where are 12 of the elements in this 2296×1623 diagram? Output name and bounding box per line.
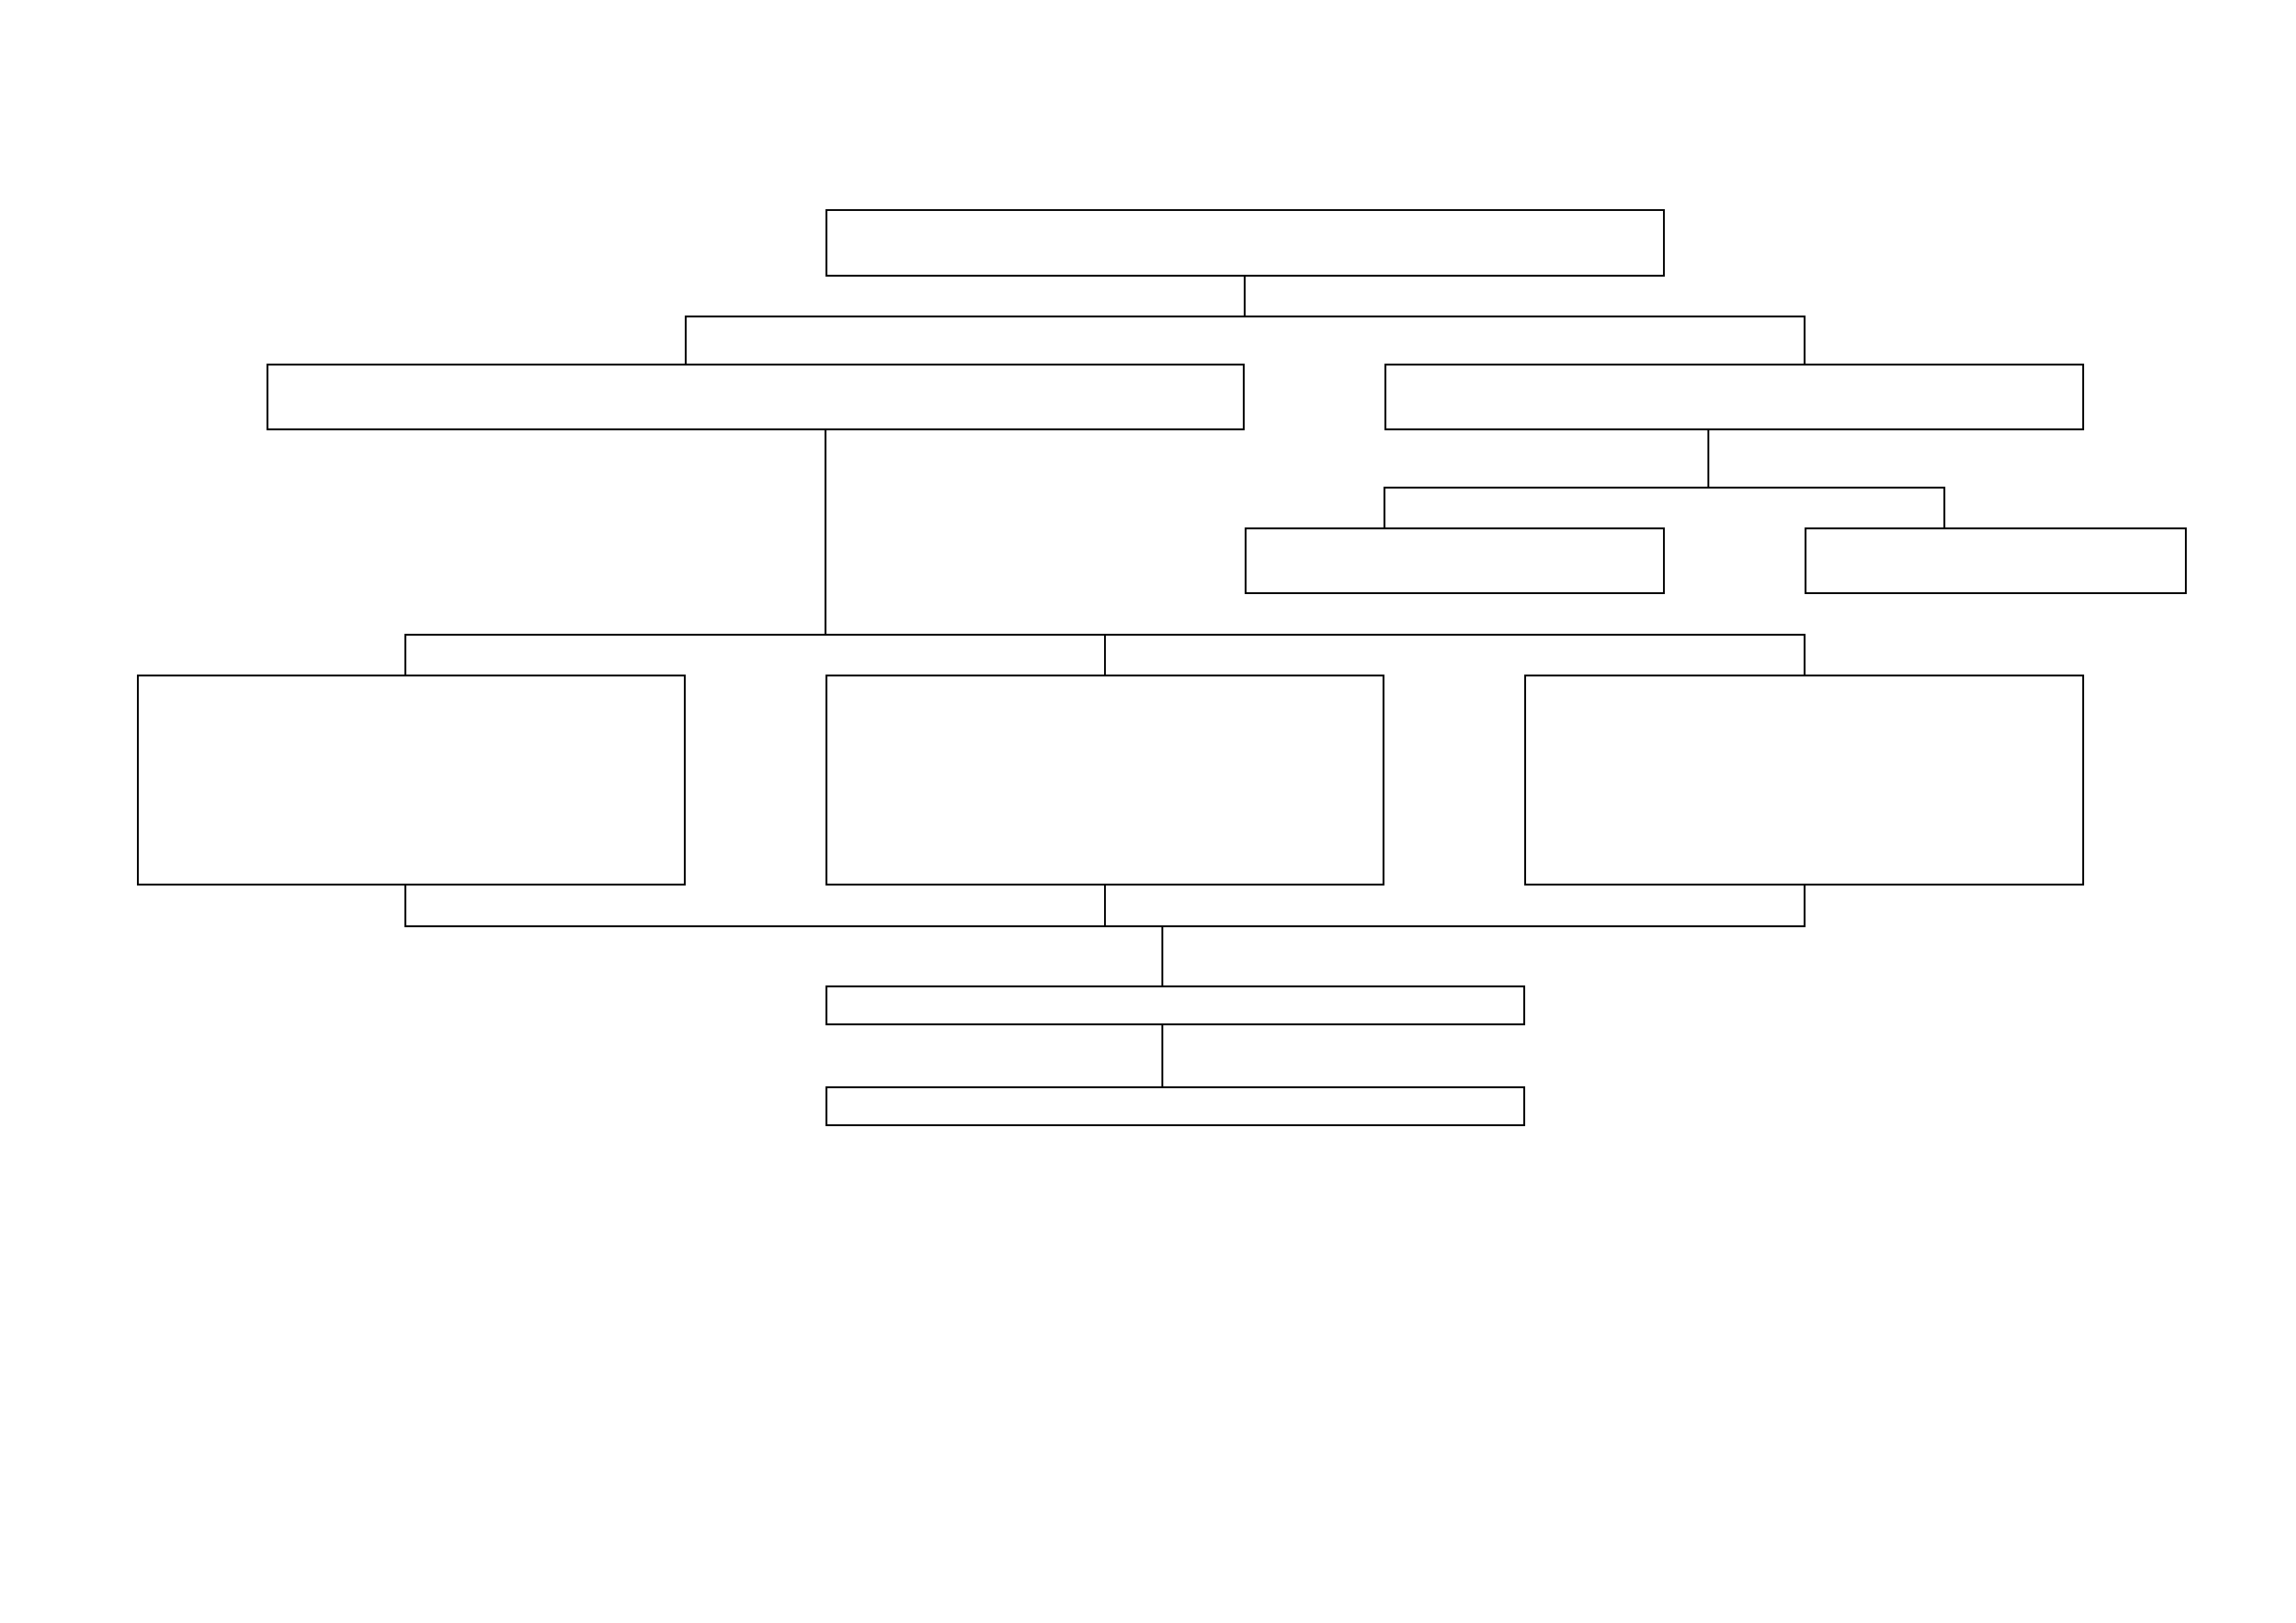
empty-box — [825, 675, 1384, 886]
empty-box — [825, 209, 1665, 277]
empty-box — [1245, 527, 1665, 594]
empty-box — [1805, 527, 2187, 594]
empty-box — [1384, 364, 2084, 430]
empty-box — [267, 364, 1245, 430]
empty-box — [825, 985, 1525, 1025]
empty-box — [137, 675, 686, 886]
empty-box — [825, 1086, 1525, 1126]
connector-line — [1707, 429, 1945, 528]
connector-line — [1161, 1024, 1163, 1087]
empty-box — [1524, 675, 2084, 886]
